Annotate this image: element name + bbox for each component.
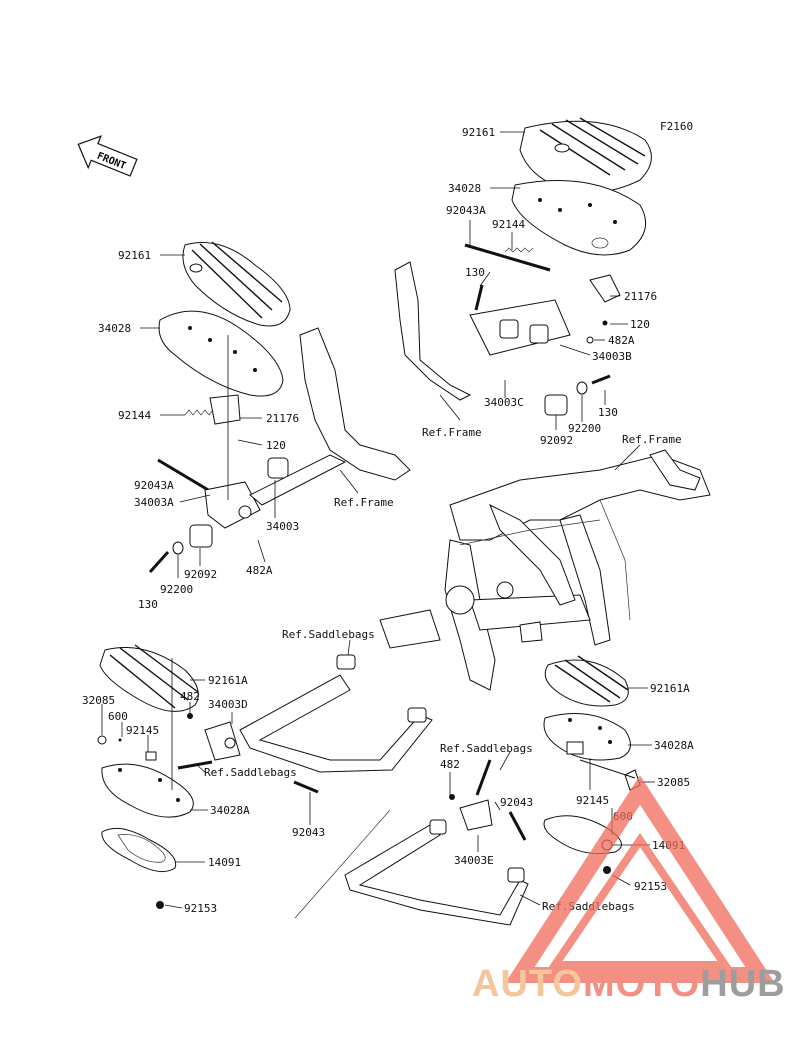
callout-32085-left: 32085 (82, 694, 115, 707)
lower-left-floorboard-assembly (97, 644, 433, 909)
callout-130-left: 130 (138, 598, 158, 611)
floorboard-lower-left (101, 763, 194, 818)
callout-92043-left: 92043 (292, 826, 325, 839)
ref-frame-left: Ref.Frame (334, 496, 394, 509)
callout-482a-left: 482A (246, 564, 273, 577)
floorboard-top-right (511, 180, 647, 256)
callout-92161-left: 92161 (118, 249, 151, 262)
callout-92200-left: 92200 (160, 583, 193, 596)
front-arrow-icon: FRONT (77, 135, 138, 177)
frame-tube-left (299, 327, 411, 481)
ref-saddlebags-1: Ref.Saddlebags (282, 628, 375, 641)
left-callouts: 92161 34028 92144 21176 120 92043A 34003… (98, 249, 299, 611)
heel-plate-14091-left (101, 827, 177, 873)
collar-92092-top (544, 394, 568, 416)
callout-92144-top: 92144 (492, 218, 525, 231)
pivot-block-34003b (469, 299, 571, 356)
callout-34028a-left: 34028A (210, 804, 250, 817)
ref-saddlebags-3: Ref.Saddlebags (440, 742, 533, 755)
callout-482-right: 482 (440, 758, 460, 771)
callout-92144-left: 92144 (118, 409, 151, 422)
callout-34003d: 34003D (208, 698, 248, 711)
callout-92092-top: 92092 (540, 434, 573, 447)
ref-frame-top: Ref.Frame (422, 426, 482, 439)
callout-21176-top: 21176 (624, 290, 657, 303)
callout-92043-right: 92043 (500, 796, 533, 809)
callout-92200-top: 92200 (568, 422, 601, 435)
mat-knob (554, 143, 570, 153)
pivot-block-34003e (459, 799, 493, 831)
top-right-floorboard-assembly (394, 117, 652, 416)
figure-code: F2160 (660, 120, 693, 133)
callout-92161-top: 92161 (462, 126, 495, 139)
watermark-text-moto: MOTO (583, 963, 700, 1005)
callout-14091-left: 14091 (208, 856, 241, 869)
watermark-text-auto: AUTO (472, 963, 583, 1005)
left-floorboard-assembly (148, 241, 411, 574)
callout-34003a: 34003A (134, 496, 174, 509)
watermark-logo: AUTOMOTOHUB (472, 775, 786, 1005)
callout-34028a-right: 34028A (654, 739, 694, 752)
callout-92153-left: 92153 (184, 902, 217, 915)
lower-right-floorboard-assembly (294, 655, 641, 926)
saddlebag-guard-left (239, 674, 433, 773)
callout-34003b: 34003B (592, 350, 632, 363)
callout-34028-top: 34028 (448, 182, 481, 195)
frame-stub-top (394, 261, 472, 401)
bracket-21176-top (589, 274, 621, 303)
callout-92153-right: 92153 (634, 880, 667, 893)
floorboard-mat-left (182, 242, 291, 327)
callout-92043a-top: 92043A (446, 204, 486, 217)
floorboard-left (158, 310, 284, 397)
callout-482a-top: 482A (608, 334, 635, 347)
callout-92092-left: 92092 (184, 568, 217, 581)
watermark-triangle-icon (505, 775, 775, 983)
ref-saddlebags-2: Ref.Saddlebags (204, 766, 297, 779)
callout-130-top-right: 130 (598, 406, 618, 419)
ref-frame-main: Ref.Frame (622, 433, 682, 446)
watermark-text-hub: HUB (700, 963, 785, 1005)
saddlebag-guard-right (344, 824, 529, 926)
floorboard-mat-top-right (519, 120, 652, 193)
callout-92161a-right: 92161A (650, 682, 690, 695)
lower-left-callouts: 92161A 482 34003D 32085 600 92145 34028A… (82, 674, 325, 915)
pivot-block-34003d (204, 721, 241, 761)
callout-92161a-left: 92161A (208, 674, 248, 687)
floorboard-mat-lower-right (544, 659, 629, 707)
main-frame (379, 449, 711, 691)
callout-130-top: 130 (465, 266, 485, 279)
floorboard-mat-lower-left (99, 647, 199, 712)
callout-32085-right: 32085 (657, 776, 690, 789)
callout-34028-left: 34028 (98, 322, 131, 335)
floorboard-lower-right (543, 713, 631, 761)
top-right-callouts: 92161 34028 92043A 92144 130 21176 120 4… (446, 126, 657, 447)
callout-120-left: 120 (266, 439, 286, 452)
callout-92145-right: 92145 (576, 794, 609, 807)
callout-34003c: 34003C (484, 396, 524, 409)
callout-482-left: 482 (180, 690, 200, 703)
callout-21176-left: 21176 (266, 412, 299, 425)
callout-600-left: 600 (108, 710, 128, 723)
callout-34003e: 34003E (454, 854, 494, 867)
callout-92043a-left: 92043A (134, 479, 174, 492)
svg-text:AUTOMOTOHUB: AUTOMOTOHUB (472, 963, 786, 1005)
callout-34003-left: 34003 (266, 520, 299, 533)
pivot-block-34003a (204, 481, 261, 529)
callout-120-top: 120 (630, 318, 650, 331)
callout-92145-left: 92145 (126, 724, 159, 737)
